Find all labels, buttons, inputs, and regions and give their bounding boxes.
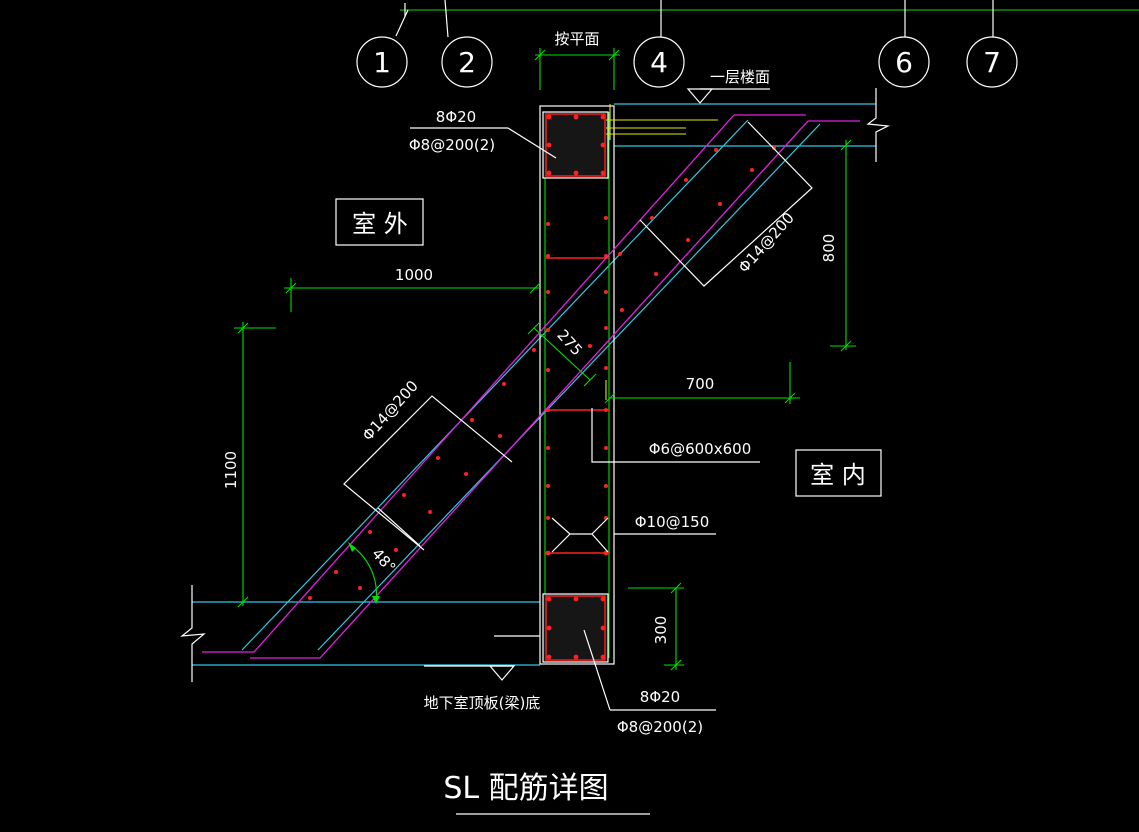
bottom-beam-stirrup-label: Φ8@200(2) xyxy=(617,718,703,736)
axis-label: 6 xyxy=(895,46,913,79)
dim-1000-label: 1000 xyxy=(395,266,433,284)
axis-label: 1 xyxy=(373,46,391,79)
outdoor-label: 室 外 xyxy=(352,210,408,238)
bottom-beam xyxy=(542,593,609,663)
dimension-1100: 1100 xyxy=(222,322,276,608)
break-line-icon xyxy=(180,585,206,682)
bottom-beam-main-label: 8Φ20 xyxy=(640,688,680,706)
dim-700-label: 700 xyxy=(686,375,715,393)
axis-bubble-1[interactable]: 1 xyxy=(356,9,409,88)
axis-bubble-2[interactable]: 2 xyxy=(441,0,493,88)
indoor-box: 室 内 xyxy=(795,449,882,497)
dimension-275: 275 xyxy=(527,321,597,387)
slope-top-dimension: 按平面 xyxy=(534,30,620,90)
level-triangle-icon xyxy=(686,88,714,104)
axis-label: 4 xyxy=(650,46,668,79)
callout-top-beam: 8Φ20 Φ8@200(2) xyxy=(409,108,557,159)
axis-circle xyxy=(356,36,408,88)
top-beam-section xyxy=(542,111,609,179)
dimension-800: 800 xyxy=(820,139,856,352)
top-beam-stirrup-label: Φ8@200(2) xyxy=(409,136,495,154)
rebar-upper-label: Φ14@200 xyxy=(735,209,798,276)
concrete-wall xyxy=(539,105,615,665)
dimension-700: 700 xyxy=(604,362,800,404)
dim-800-label: 800 xyxy=(820,234,838,263)
break-line-icon xyxy=(866,88,891,162)
outdoor-box: 室 外 xyxy=(335,198,424,246)
indoor-label: 室 内 xyxy=(810,461,866,489)
dimension-1000: 1000 xyxy=(284,266,541,312)
drawing-title-text: SL 配筋详图 xyxy=(443,771,608,806)
axis-grid: 1 2 4 6 7 xyxy=(356,0,1139,88)
axis-label: 2 xyxy=(458,46,476,79)
inclined-rebar xyxy=(202,114,860,659)
basement-roof-slab xyxy=(180,585,540,682)
angle-arrow-icon xyxy=(372,596,380,604)
top-beam xyxy=(542,111,609,179)
angle-arrow-icon xyxy=(348,542,356,552)
inclined-slab xyxy=(241,119,821,651)
wall-outline xyxy=(539,105,615,665)
axis-circle xyxy=(878,36,930,88)
first-floor-slab xyxy=(614,88,891,162)
rebar-lower-label: Φ14@200 xyxy=(359,377,422,444)
callout-basement-roof: 地下室顶板(梁)底 xyxy=(424,635,541,712)
axis-circle xyxy=(441,36,493,88)
bottom-beam-section xyxy=(542,593,609,663)
axis-leader xyxy=(444,0,449,38)
level-triangle-icon xyxy=(488,665,516,681)
first-floor-marker: 一层楼面 xyxy=(686,68,770,104)
angle-arc xyxy=(351,545,378,603)
axis-bubble-7[interactable]: 7 xyxy=(966,0,1018,88)
axis-bubble-4[interactable]: 4 xyxy=(633,0,685,88)
dim-300-label: 300 xyxy=(652,616,670,645)
top-beam-main-label: 8Φ20 xyxy=(436,108,476,126)
callout-bottom-beam: 8Φ20 Φ8@200(2) xyxy=(583,629,716,736)
callout-mesh: Φ6@600x600 xyxy=(591,408,760,463)
axis-bubble-6[interactable]: 6 xyxy=(878,0,930,88)
top-beam-rebar-leaders xyxy=(605,104,718,400)
dim-1100-label: 1100 xyxy=(222,451,240,489)
dimension-300: 300 xyxy=(628,582,684,671)
wall-tie-bars xyxy=(545,216,609,556)
axis-circle xyxy=(633,36,685,88)
mesh-label: Φ6@600x600 xyxy=(649,440,752,458)
axis-leader xyxy=(395,9,409,37)
drawing-title: SL 配筋详图 xyxy=(443,771,650,815)
wall-stirrup-label: Φ10@150 xyxy=(635,513,710,531)
axis-circle xyxy=(966,36,1018,88)
axis-label: 7 xyxy=(983,46,1001,79)
callout-rebar-upper: Φ14@200 xyxy=(639,121,813,287)
callout-wall-stirrup: Φ10@150 xyxy=(551,513,716,553)
first-floor-label: 一层楼面 xyxy=(710,68,770,86)
basement-roof-label: 地下室顶板(梁)底 xyxy=(424,694,541,712)
slope-top-label: 按平面 xyxy=(554,30,599,48)
dim-275-label: 275 xyxy=(553,326,586,359)
